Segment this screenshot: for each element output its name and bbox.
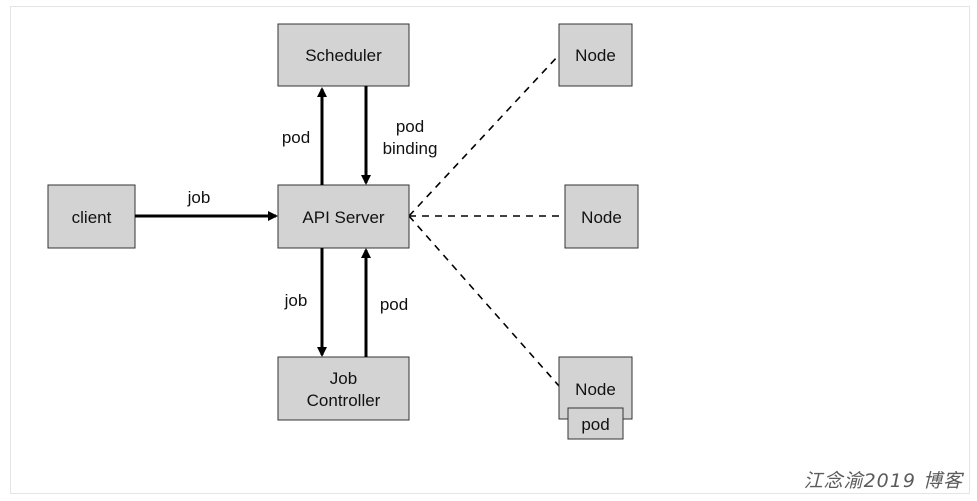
pod-label: pod [581, 415, 609, 434]
diagram-frame [10, 6, 970, 494]
edge-label-scheduler-to-api-line1: pod [396, 117, 424, 136]
job-controller-box[interactable]: Job Controller [277, 356, 410, 421]
pod-box[interactable]: pod [567, 407, 624, 440]
node-bottom-label: Node [575, 380, 616, 399]
edge-label-client-to-api: job [187, 188, 211, 207]
edge-label-api-to-job-controller: job [284, 291, 308, 310]
job-controller-label-line1: Job [330, 369, 357, 388]
edge-label-api-to-scheduler: pod [282, 128, 310, 147]
job-controller-label-line2: Controller [307, 391, 381, 410]
scheduler-label: Scheduler [305, 46, 382, 65]
client-label: client [72, 208, 112, 227]
node-top-box[interactable]: Node [558, 23, 633, 87]
node-mid-box[interactable]: Node [564, 184, 639, 249]
node-mid-label: Node [581, 208, 622, 227]
node-top-label: Node [575, 46, 616, 65]
api-server-box[interactable]: API Server [277, 184, 410, 249]
client-box[interactable]: client [47, 184, 136, 249]
edge-label-job-controller-to-api: pod [380, 295, 408, 314]
api-server-label: API Server [302, 208, 385, 227]
dashed-link-node-top [408, 54, 560, 217]
edge-label-scheduler-to-api-line2: binding [383, 139, 438, 158]
dashed-link-node-bottom [408, 215, 560, 387]
watermark: 江念渝2019 博客 [803, 470, 963, 492]
scheduler-box[interactable]: Scheduler [277, 23, 410, 87]
